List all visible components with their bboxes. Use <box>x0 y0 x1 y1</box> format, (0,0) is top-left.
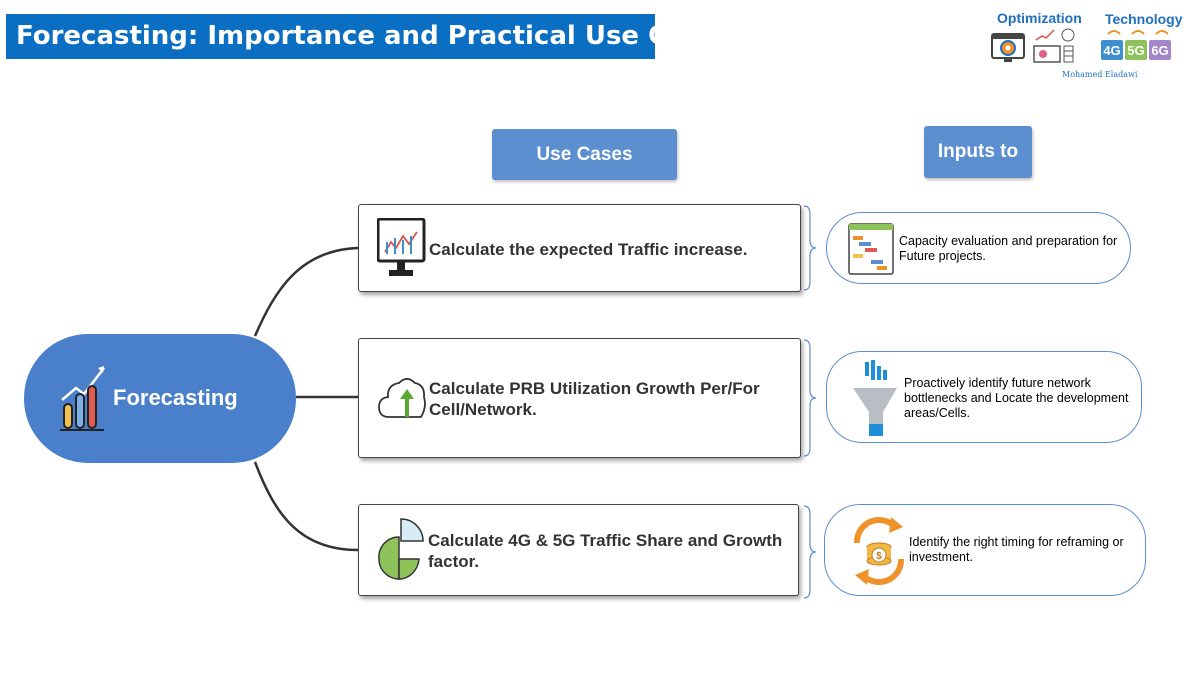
use-case-traffic-increase: Calculate the expected Traffic increase. <box>358 204 801 292</box>
use-case-label: Calculate 4G & 5G Traffic Share and Grow… <box>428 531 783 571</box>
use-case-label: Calculate the expected Traffic increase. <box>429 240 748 259</box>
input-network-bottlenecks: Proactively identify future network bott… <box>826 351 1142 443</box>
use-case-traffic-share: Calculate 4G & 5G Traffic Share and Grow… <box>358 504 799 596</box>
network-generations-icon: 4G 5G 6G <box>1101 30 1171 60</box>
cloud-upload-icon <box>378 378 426 418</box>
analytics-icon <box>1033 28 1075 63</box>
page-title: Forecasting: Importance and Practical Us… <box>6 14 655 59</box>
use-cases-header: Use Cases <box>492 129 677 180</box>
inputs-header: Inputs to <box>924 126 1032 178</box>
gen-badge-6g: 6G <box>1151 43 1168 58</box>
monitor-chart-icon <box>377 218 426 276</box>
optimization-label: Optimization <box>997 10 1082 26</box>
svg-text:$: $ <box>876 551 882 562</box>
funnel-icon <box>853 360 897 436</box>
input-label: Capacity evaluation and preparation for … <box>899 234 1118 263</box>
monitor-camera-icon <box>991 33 1025 62</box>
technology-label: Technology <box>1105 11 1183 27</box>
input-capacity-evaluation: Capacity evaluation and preparation for … <box>826 212 1131 284</box>
branding-logo: 4G 5G 6G <box>991 28 1171 63</box>
input-label: Identify the right timing for reframing … <box>909 535 1124 564</box>
forecasting-node <box>24 334 296 463</box>
use-case-label: Calculate PRB Utilization Growth Per/For… <box>429 379 760 419</box>
input-label: Proactively identify future network bott… <box>904 376 1129 420</box>
forecasting-label: Forecasting <box>113 385 238 410</box>
pie-chart-icon <box>378 518 424 580</box>
gen-badge-5g: 5G <box>1127 43 1144 58</box>
bar-chart-growth-icon <box>60 366 105 431</box>
coin-cycle-icon: $ <box>853 516 905 586</box>
use-case-prb-utilization: Calculate PRB Utilization Growth Per/For… <box>358 338 801 458</box>
input-reframing-investment: $ Identify the right timing for reframin… <box>824 504 1146 596</box>
gen-badge-4g: 4G <box>1103 43 1120 58</box>
author-label: Mohamed Eladawi <box>1062 70 1138 79</box>
gantt-chart-icon <box>848 223 894 275</box>
